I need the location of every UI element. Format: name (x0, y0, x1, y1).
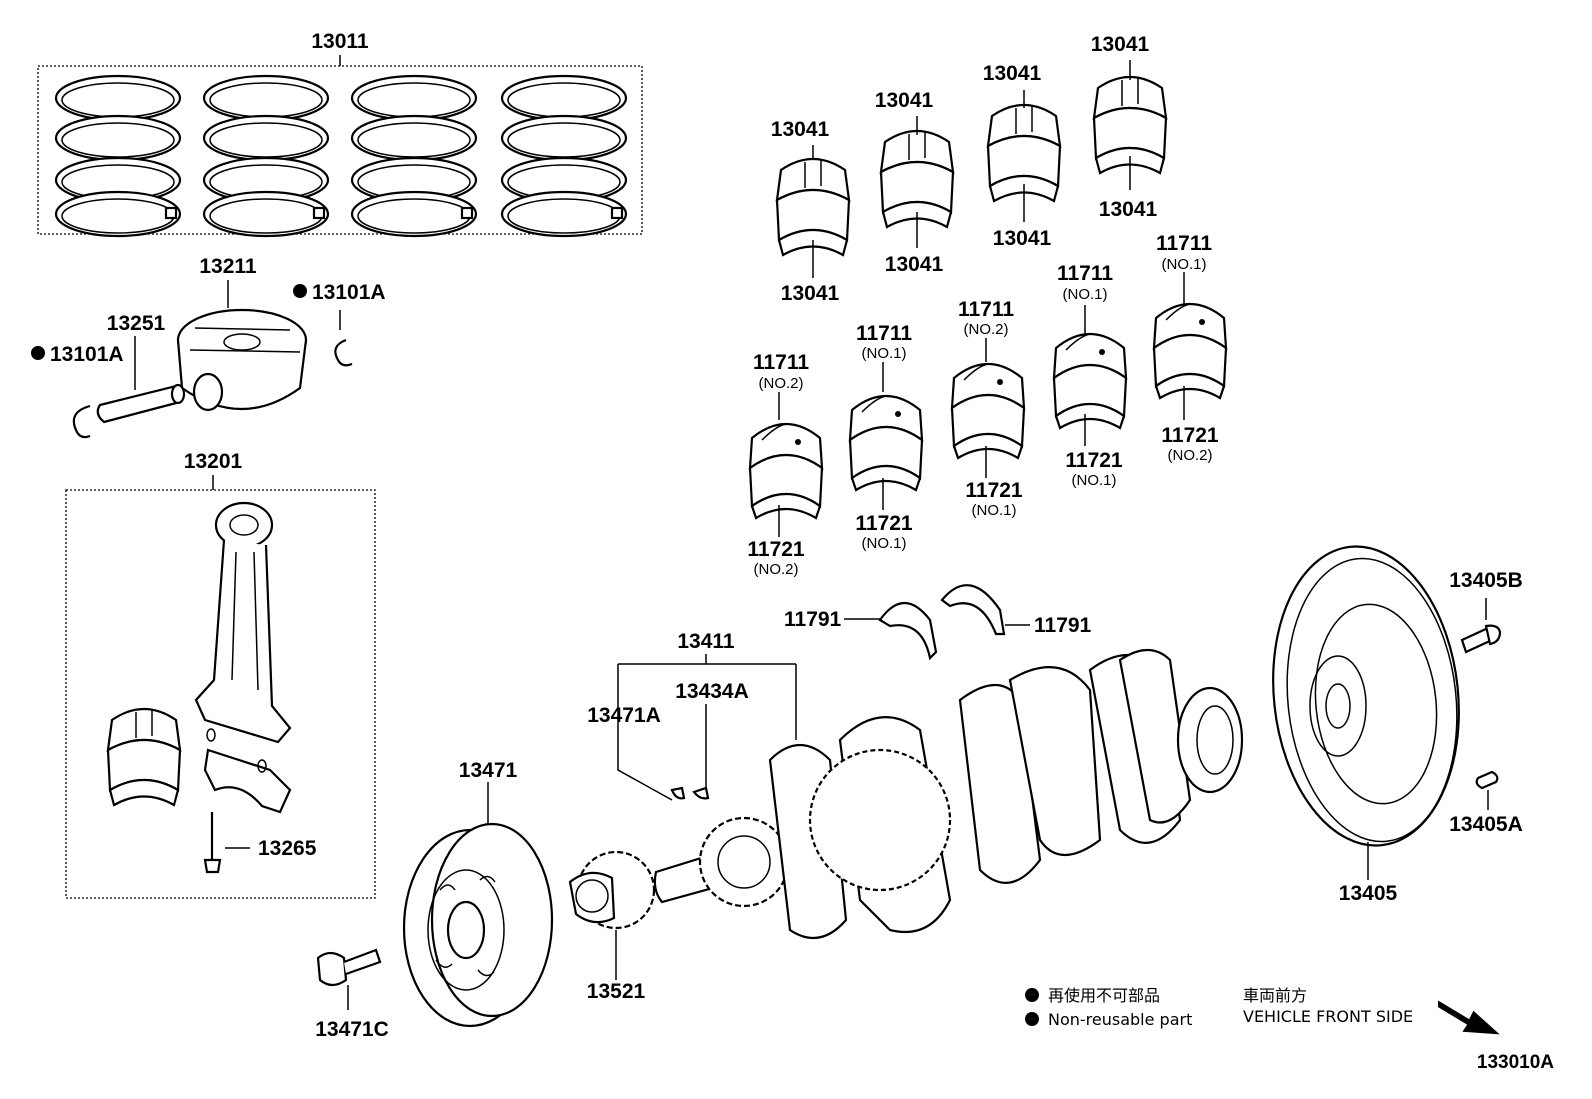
crankshaft-drawing (617, 648, 1244, 940)
label-13411: 13411 (677, 630, 735, 653)
nonreusable-dot-13101A-left (31, 346, 45, 360)
label-13405B: 13405B (1449, 569, 1523, 592)
label-13471: 13471 (459, 759, 518, 782)
flywheel-bolt-drawing (1460, 598, 1502, 654)
label-13521: 13521 (587, 980, 646, 1003)
pulley-bolt-drawing (316, 948, 382, 1010)
label-13041-2a: 13041 (875, 89, 934, 112)
label-13101A-right: 13101A (312, 281, 386, 304)
legend-jp-nonreusable: 再使用不可部品 (1048, 986, 1160, 1005)
label-13201: 13201 (184, 450, 243, 473)
label-13265: 13265 (258, 837, 317, 860)
label-13011: 13011 (311, 30, 369, 53)
crank-bearings-13041 (775, 60, 1168, 278)
connecting-rod-group (65, 475, 376, 899)
crank-pulley-drawing (402, 782, 554, 1028)
snap-ring-left (72, 404, 91, 439)
label-13041-3b: 13041 (993, 227, 1052, 250)
label-11721-1-no: (NO.2) (754, 561, 799, 578)
legend-en-nonreusable: Non-reusable part (1048, 1010, 1192, 1029)
label-11711-4: 11711 (1057, 262, 1113, 285)
crank-sprocket-drawing (568, 850, 656, 980)
label-11721-3: 11721 (965, 479, 1023, 502)
label-11791-left: 11791 (784, 608, 842, 631)
label-13041-4a: 13041 (1091, 33, 1150, 56)
label-13041-3a: 13041 (983, 62, 1042, 85)
label-11711-5-no: (NO.1) (1162, 256, 1207, 273)
flywheel-pin-drawing (1475, 770, 1499, 810)
legend-en-front: VEHICLE FRONT SIDE (1243, 1007, 1413, 1026)
label-13471A: 13471A (587, 704, 661, 727)
label-13211: 13211 (199, 255, 257, 278)
legend-dot-jp (1025, 988, 1039, 1002)
label-13041-2b: 13041 (885, 253, 944, 276)
main-bearings-11711-11721 (748, 272, 1228, 537)
label-13251: 13251 (107, 312, 166, 335)
label-11721-5-no: (NO.2) (1168, 447, 1213, 464)
label-11711-5: 11711 (1156, 232, 1212, 255)
snap-ring-right (334, 338, 353, 367)
nonreusable-dot-13101A-right (293, 284, 307, 298)
label-13041-4b: 13041 (1099, 198, 1158, 221)
label-11711-1-no: (NO.2) (759, 375, 804, 392)
label-11721-5: 11721 (1161, 424, 1219, 447)
label-11711-3-no: (NO.2) (964, 321, 1009, 338)
label-13041-1b: 13041 (781, 282, 840, 305)
label-11721-2: 11721 (855, 512, 913, 535)
label-11721-4-no: (NO.1) (1072, 472, 1117, 489)
label-11721-4: 11721 (1065, 449, 1123, 472)
label-13471C: 13471C (315, 1018, 389, 1041)
label-11711-4-no: (NO.1) (1063, 286, 1108, 303)
legend-dot-en (1025, 1012, 1039, 1026)
legend-jp-front: 車両前方 (1243, 986, 1307, 1005)
label-13405A: 13405A (1449, 813, 1523, 836)
label-11711-1: 11711 (753, 351, 809, 374)
label-13041-1a: 13041 (771, 118, 830, 141)
label-11791-right: 11791 (1034, 614, 1092, 637)
label-13434A: 13434A (675, 680, 749, 703)
piston-pin-drawing (96, 336, 186, 424)
label-11711-3: 11711 (958, 298, 1014, 321)
label-11711-2-no: (NO.1) (862, 345, 907, 362)
piston-ring-set-group (37, 55, 643, 238)
label-13101A-left: 13101A (50, 343, 124, 366)
piston-drawing (176, 280, 308, 412)
label-11711-2: 11711 (856, 322, 912, 345)
flywheel-drawing (1272, 545, 1460, 880)
figure-id: 133010A (1477, 1052, 1554, 1073)
label-11721-1: 11721 (747, 538, 805, 561)
thrust-washers-11791 (844, 584, 1030, 661)
label-11721-3-no: (NO.1) (972, 502, 1017, 519)
front-arrow-icon (1438, 1000, 1500, 1035)
label-13405: 13405 (1339, 882, 1398, 905)
label-11721-2-no: (NO.1) (862, 535, 907, 552)
